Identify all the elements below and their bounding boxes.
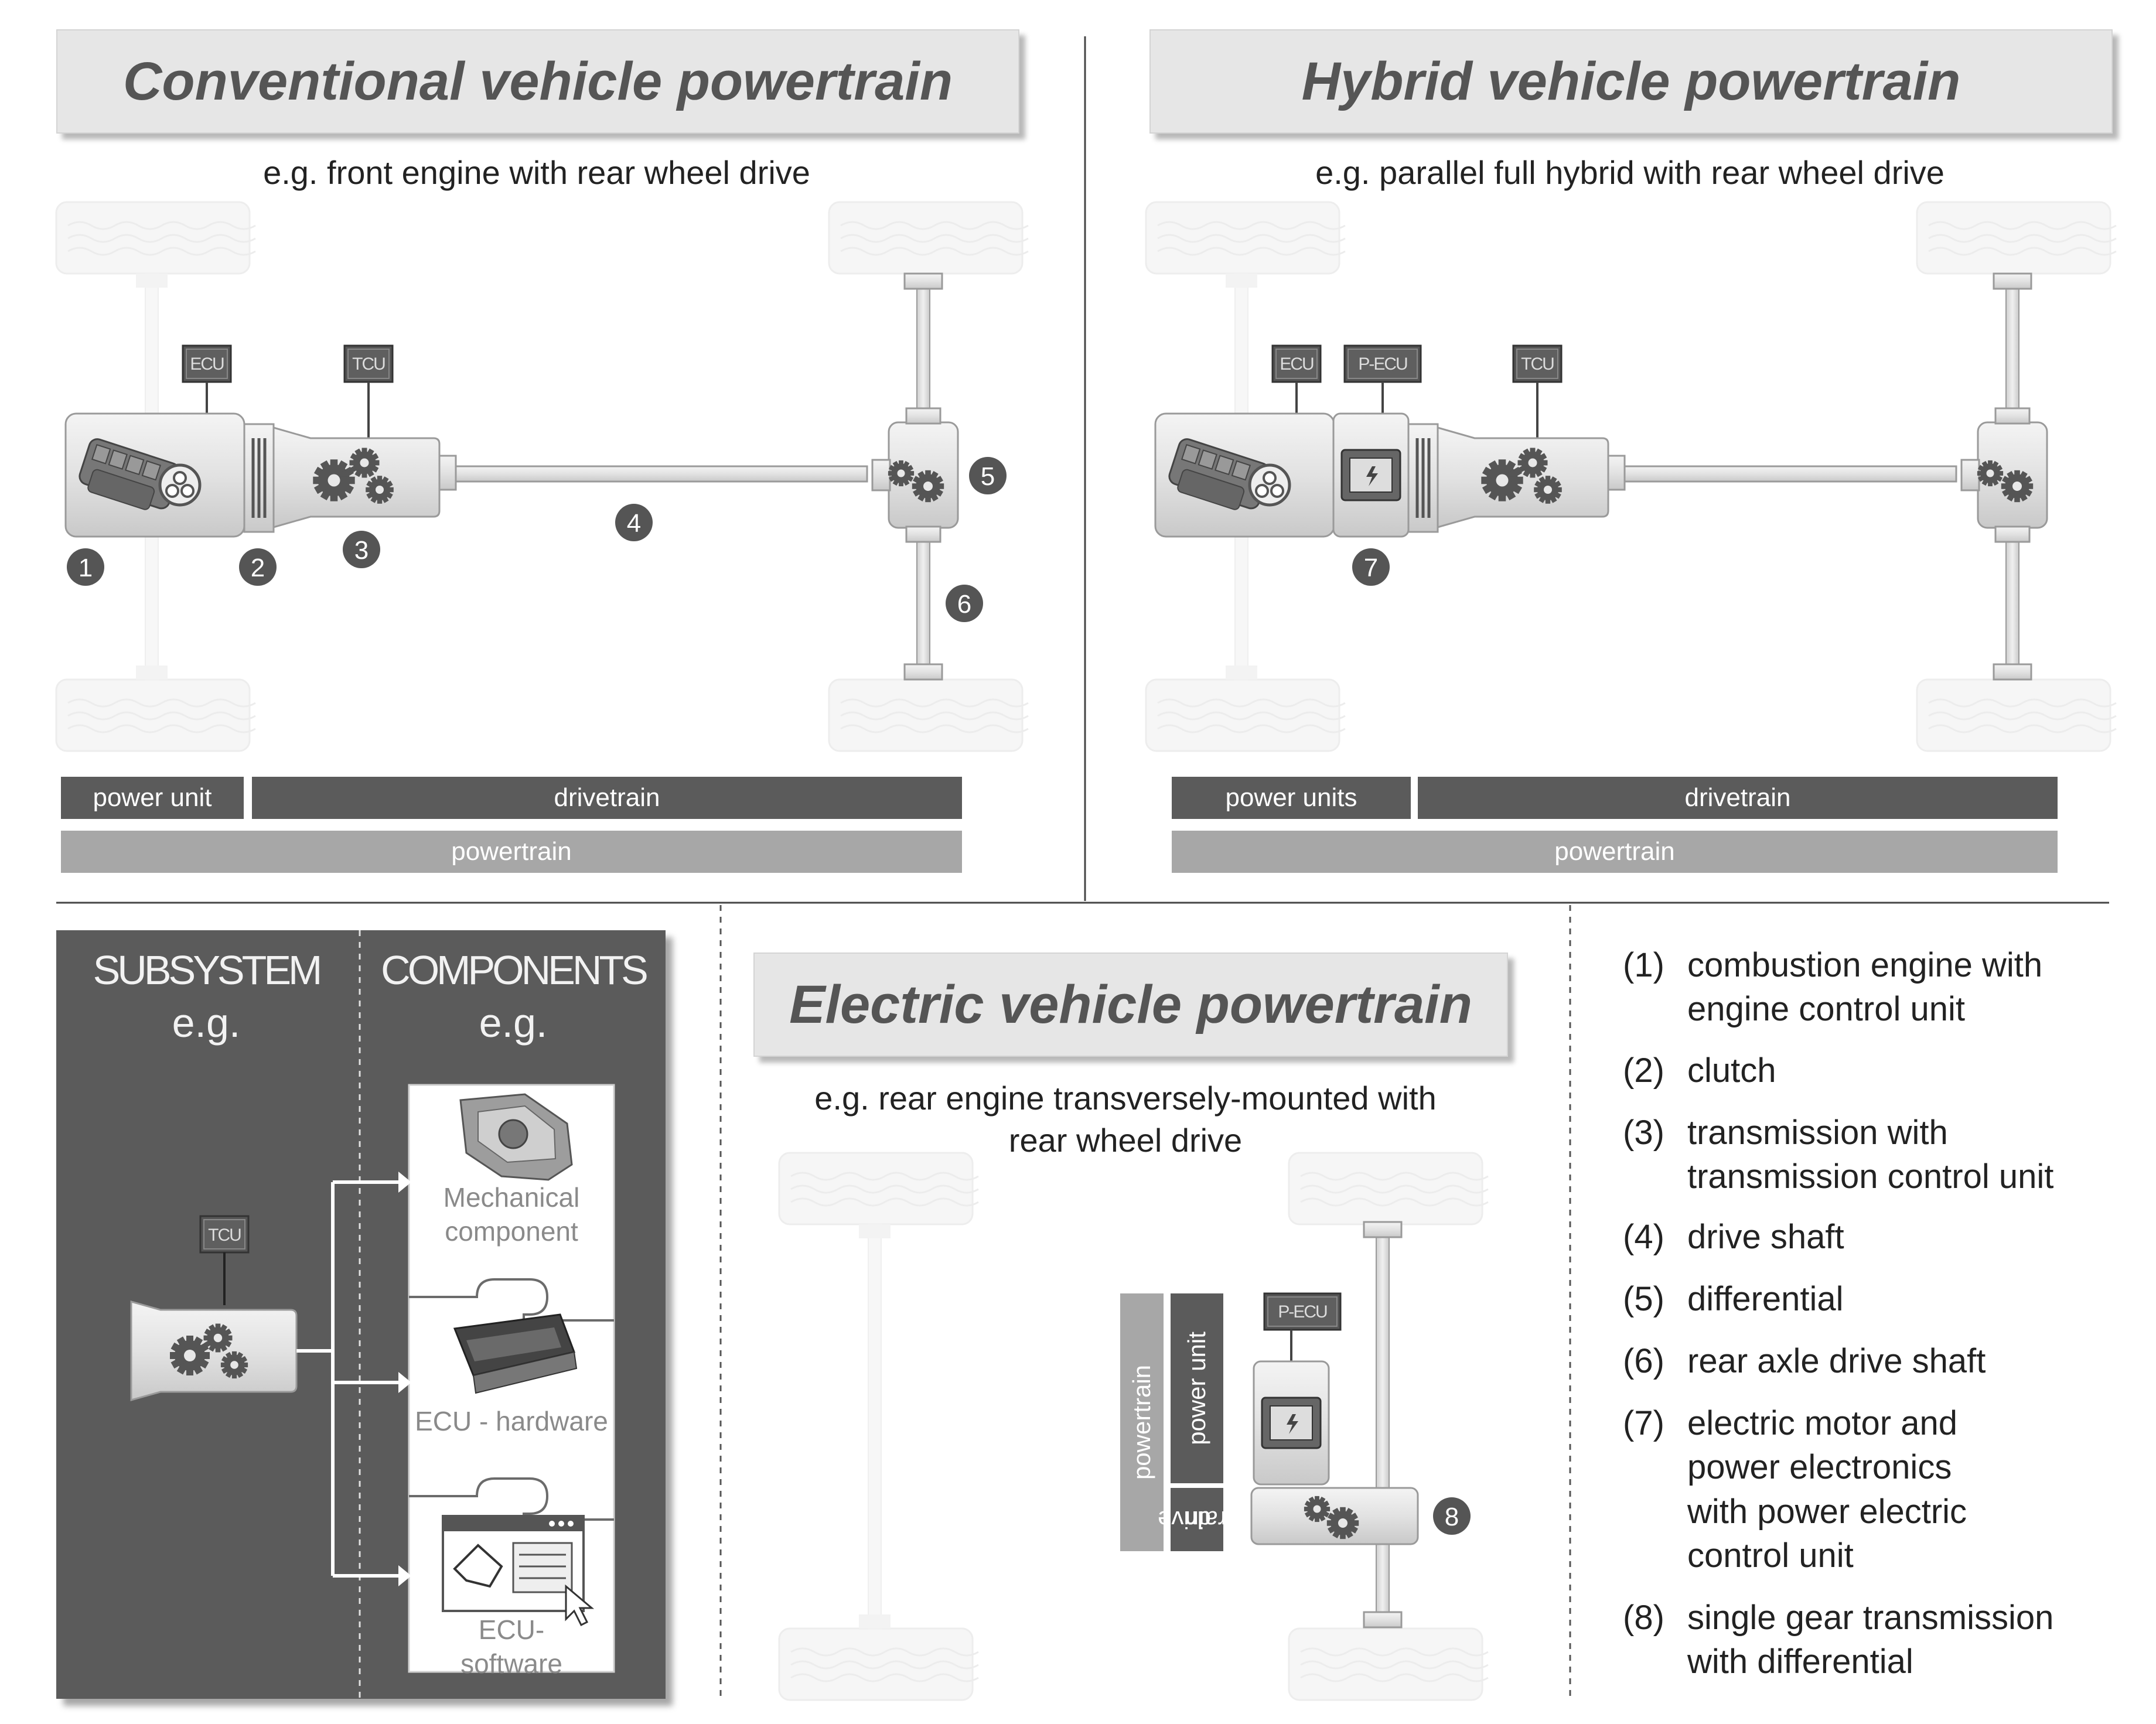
electric-subtitle-line1: e.g. rear engine transversely-mounted wi…: [814, 1080, 1437, 1117]
hybrid-bar-drivetrain: drivetrain: [1418, 777, 2058, 819]
hybrid-tcu-label: TCU: [1521, 354, 1555, 374]
hybrid-bar-powertrain: powertrain: [1172, 831, 2058, 873]
electric-title: Electric vehicle powertrain: [753, 953, 1508, 1057]
svg-text:6: 6: [957, 590, 971, 619]
svg-text:8: 8: [1445, 1503, 1459, 1531]
svg-text:3: 3: [354, 536, 369, 565]
hybrid-drawing: 7: [1145, 201, 2117, 752]
subsystem-transmission: [130, 1300, 298, 1401]
marker-4: 4: [615, 504, 653, 541]
hybrid-bar-power-units: power units: [1172, 777, 1411, 819]
tire-front-right: [828, 201, 1029, 275]
subsystem-drawing: [130, 930, 615, 1699]
ecu-label: ECU: [190, 354, 224, 374]
marker-6: 6: [946, 585, 983, 622]
electric-motor: [1253, 1360, 1330, 1486]
electric-drawing: 8: [778, 1152, 1489, 1701]
tire-front-left: [55, 201, 257, 275]
hybrid-pecu-label: P-ECU: [1358, 354, 1408, 374]
hybrid-subtitle: e.g. parallel full hybrid with rear whee…: [1315, 154, 1945, 191]
bar-powertrain: powertrain: [61, 831, 962, 873]
marker-8: 8: [1433, 1497, 1471, 1535]
ecu-hardware-icon: [453, 1313, 578, 1394]
electric-subtitle-line2: rear wheel drive: [1008, 1122, 1243, 1159]
svg-text:5: 5: [981, 462, 995, 491]
engine: [66, 414, 244, 537]
marker-3: 3: [343, 531, 380, 568]
component-arrows: [296, 1180, 398, 1578]
electric-bar-power-unit: power unit: [1171, 1293, 1223, 1483]
hybrid-title: Hybrid vehicle powertrain: [1149, 29, 2113, 134]
tire-rear-right: [828, 678, 1029, 752]
transmission: [272, 426, 441, 528]
mechanical-component-label: Mechanical component: [443, 1182, 580, 1247]
components-eg: e.g.: [479, 1000, 548, 1046]
tire-rear-left: [55, 678, 257, 752]
svg-text:2: 2: [251, 554, 265, 582]
tcu-label: TCU: [352, 354, 386, 374]
subsystem-eg: e.g.: [172, 1000, 241, 1046]
ecu-software-label: ECU- software: [460, 1614, 562, 1679]
svg-text:1: 1: [79, 554, 93, 582]
conventional-title: Conventional vehicle powertrain: [56, 29, 1019, 134]
hybrid-motor: [1332, 412, 1410, 538]
conventional-subtitle: e.g. front engine with rear wheel drive: [263, 154, 810, 191]
ecu-software-icon: [442, 1515, 595, 1627]
marker-5: 5: [969, 457, 1007, 494]
bar-drivetrain: drivetrain: [252, 777, 962, 819]
mechanical-component-icon: [459, 1093, 573, 1181]
electric-bar-powertrain: powertrain: [1120, 1293, 1164, 1551]
subsystem-tcu-label: TCU: [208, 1225, 242, 1245]
marker-2: 2: [239, 548, 277, 586]
bar-power-unit: power unit: [61, 777, 244, 819]
marker-1: 1: [67, 548, 104, 586]
differential: [871, 407, 959, 543]
ecu-hardware-label: ECU - hardware: [415, 1406, 608, 1436]
svg-text:4: 4: [627, 509, 641, 538]
svg-text:7: 7: [1364, 554, 1378, 582]
hybrid-ecu-label: ECU: [1280, 354, 1314, 374]
components-heading: COMPONENTS: [381, 947, 649, 993]
conventional-drawing: 1 2 3 4 5 6: [55, 201, 1029, 752]
subsystem-heading: SUBSYSTEM: [93, 947, 323, 993]
electric-pecu-label: P-ECU: [1278, 1302, 1328, 1322]
drive-shaft: [455, 465, 868, 483]
marker-7: 7: [1352, 548, 1390, 586]
hybrid-engine: [1155, 414, 1334, 537]
